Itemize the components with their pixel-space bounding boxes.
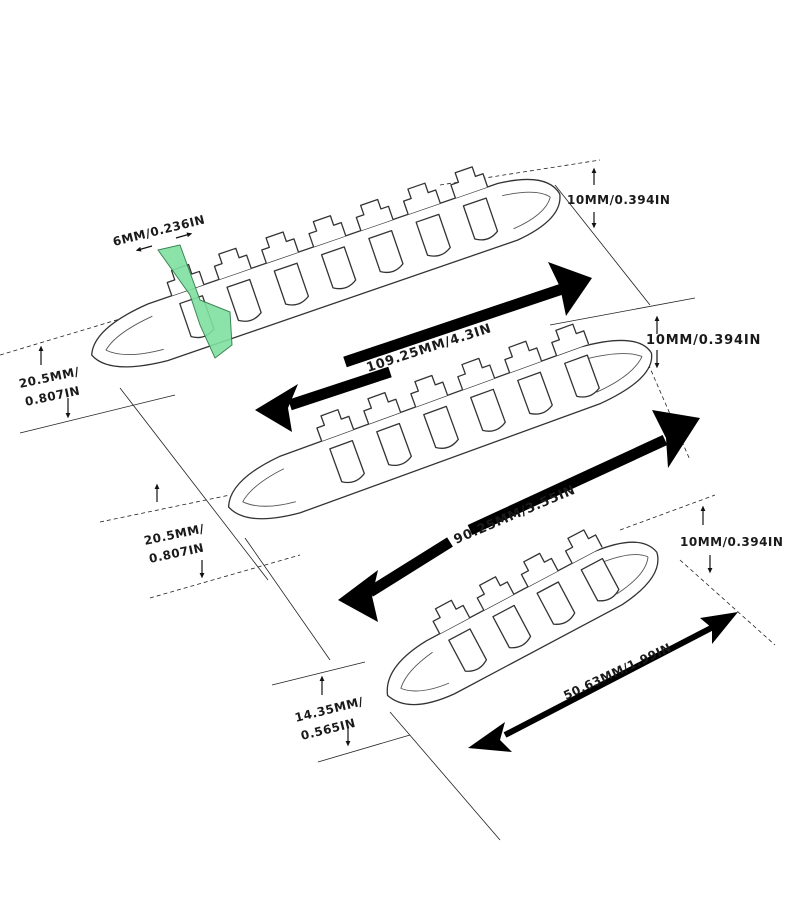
clip-slot xyxy=(363,391,412,467)
guide-line xyxy=(119,387,269,581)
clip-slot xyxy=(476,576,532,649)
length-label: 50.63MM/1.99IN xyxy=(561,640,673,702)
length-arrow-left-shaft xyxy=(367,537,453,597)
clip-slot xyxy=(402,182,451,257)
length-arrowhead-left xyxy=(338,570,378,622)
clip-slot xyxy=(450,166,499,241)
guide-line xyxy=(244,537,331,661)
slot-width-arrow-left xyxy=(135,245,153,252)
clip-body xyxy=(91,178,561,368)
thickness-label: 10MM/0.394IN xyxy=(680,535,783,549)
guide-line xyxy=(271,661,366,686)
clip-slots xyxy=(316,323,600,484)
length-arrow-left-shaft xyxy=(288,366,392,411)
clip-taper-lines xyxy=(105,191,551,356)
thickness-label: 10MM/0.394IN xyxy=(567,193,670,207)
thickness-label: 10MM/0.394IN xyxy=(646,333,761,348)
clip-slot xyxy=(551,323,600,398)
clip-slot xyxy=(432,599,488,672)
guide-line xyxy=(0,309,151,356)
clip-large: 6MM/0.236IN 20.5MM/ 0.807IN 10MM/0.394IN… xyxy=(0,159,670,581)
guide-line xyxy=(439,159,601,186)
guide-line xyxy=(99,494,231,523)
slot-width-arrow-right xyxy=(175,232,193,239)
clip-slot xyxy=(504,340,553,415)
length-arrowhead-left xyxy=(255,384,298,432)
clip-small: 10MM/0.394IN 50.63MM/1.99IN 14.35MM/ 0.5… xyxy=(271,494,783,841)
clip-slots xyxy=(432,529,620,672)
clip-slot xyxy=(457,357,506,432)
length-arrowhead xyxy=(548,262,592,316)
length-arrow-shaft xyxy=(467,435,668,535)
clip-slot xyxy=(564,529,620,602)
guide-line xyxy=(317,734,411,763)
clip-slot xyxy=(213,247,262,322)
length-arrowhead-left xyxy=(468,722,512,752)
length-arrow-shaft xyxy=(343,282,567,368)
guide-line xyxy=(554,184,651,306)
clip-slot xyxy=(355,198,404,274)
clip-slot xyxy=(316,409,365,484)
guide-line xyxy=(389,711,501,841)
guide-line xyxy=(149,554,301,599)
guide-line xyxy=(19,394,176,434)
clip-slot xyxy=(520,552,576,625)
length-label: 90.25MM/3.55IN xyxy=(452,483,578,548)
clip-taper-lines xyxy=(400,554,649,692)
length-arrow-shaft xyxy=(503,623,717,738)
guide-line xyxy=(549,297,696,326)
clip-slot xyxy=(410,374,459,449)
clip-slot xyxy=(261,231,310,306)
highlighted-slot xyxy=(157,244,233,359)
slot-width-label: 6MM/0.236IN xyxy=(111,212,206,248)
clip-taper-lines xyxy=(242,353,643,507)
guide-line xyxy=(679,559,776,646)
clip-slot xyxy=(308,215,357,290)
guide-line xyxy=(619,494,716,531)
clip-slots xyxy=(166,166,499,339)
length-arrowhead xyxy=(652,410,700,468)
length-arrowhead-right xyxy=(700,612,738,644)
